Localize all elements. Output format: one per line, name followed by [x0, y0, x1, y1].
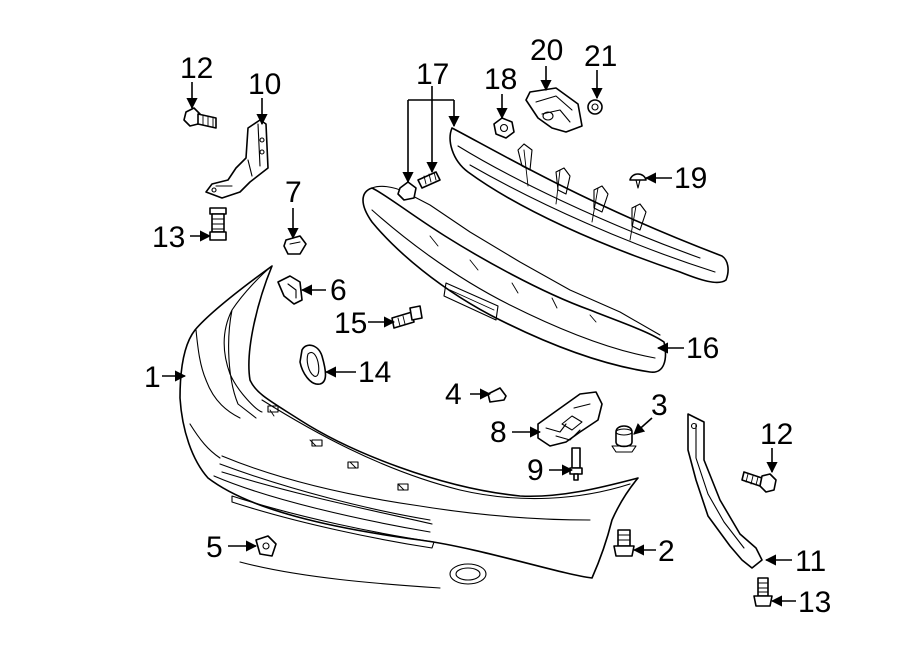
callout-18: 18 [484, 63, 517, 96]
part-20-bracket [525, 87, 583, 133]
part-12-bolt-top [183, 107, 217, 129]
part-5-clip [255, 535, 277, 557]
part-7-clip [283, 235, 307, 255]
callout-labels: 1 2 3 4 5 6 7 8 9 10 11 12 12 13 13 14 1… [144, 34, 831, 619]
part-8-bracket [537, 391, 603, 447]
callout-16: 16 [686, 332, 719, 365]
callout-4: 4 [445, 378, 462, 411]
callout-6: 6 [330, 274, 347, 307]
callout-12-right: 12 [760, 418, 793, 451]
callout-1: 1 [144, 361, 161, 394]
callout-14: 14 [358, 356, 391, 389]
part-17-bolts [397, 171, 441, 201]
callout-21: 21 [584, 40, 617, 73]
callout-8: 8 [490, 416, 507, 449]
callout-5: 5 [206, 531, 223, 564]
part-15-screw [391, 305, 423, 329]
callout-20: 20 [530, 34, 563, 67]
callout-7: 7 [285, 176, 302, 209]
leader-lines [162, 66, 796, 607]
callout-2: 2 [658, 535, 675, 568]
part-4-retainer [487, 387, 507, 403]
callout-11: 11 [795, 545, 826, 578]
callout-10: 10 [248, 68, 281, 101]
part-13-bolt-left [209, 207, 227, 241]
part-9-pin [569, 447, 583, 481]
part-10-bracket [205, 119, 269, 199]
part-2-bolt [613, 529, 635, 557]
part-19-clip [629, 173, 647, 189]
part-3-fastener [611, 425, 637, 453]
part-11-bracket [687, 413, 763, 569]
part-12-bolt-right [741, 471, 777, 493]
callout-13-left: 13 [152, 221, 185, 254]
part-6-retainer [277, 275, 303, 305]
part-14-grommet [299, 344, 327, 385]
callout-9: 9 [527, 454, 544, 487]
callout-3: 3 [651, 389, 668, 422]
callout-17: 17 [416, 58, 449, 91]
part-13-bolt-right [753, 577, 773, 607]
callout-15: 15 [334, 307, 367, 340]
part-21-nut [587, 99, 603, 115]
callout-19: 19 [674, 162, 707, 195]
part-1-bumper-cover [179, 265, 639, 589]
part-18-nut [493, 117, 515, 139]
part-17-reinforcement-beam [449, 127, 729, 284]
callout-12-top: 12 [180, 52, 213, 85]
callout-13-right: 13 [798, 586, 831, 619]
